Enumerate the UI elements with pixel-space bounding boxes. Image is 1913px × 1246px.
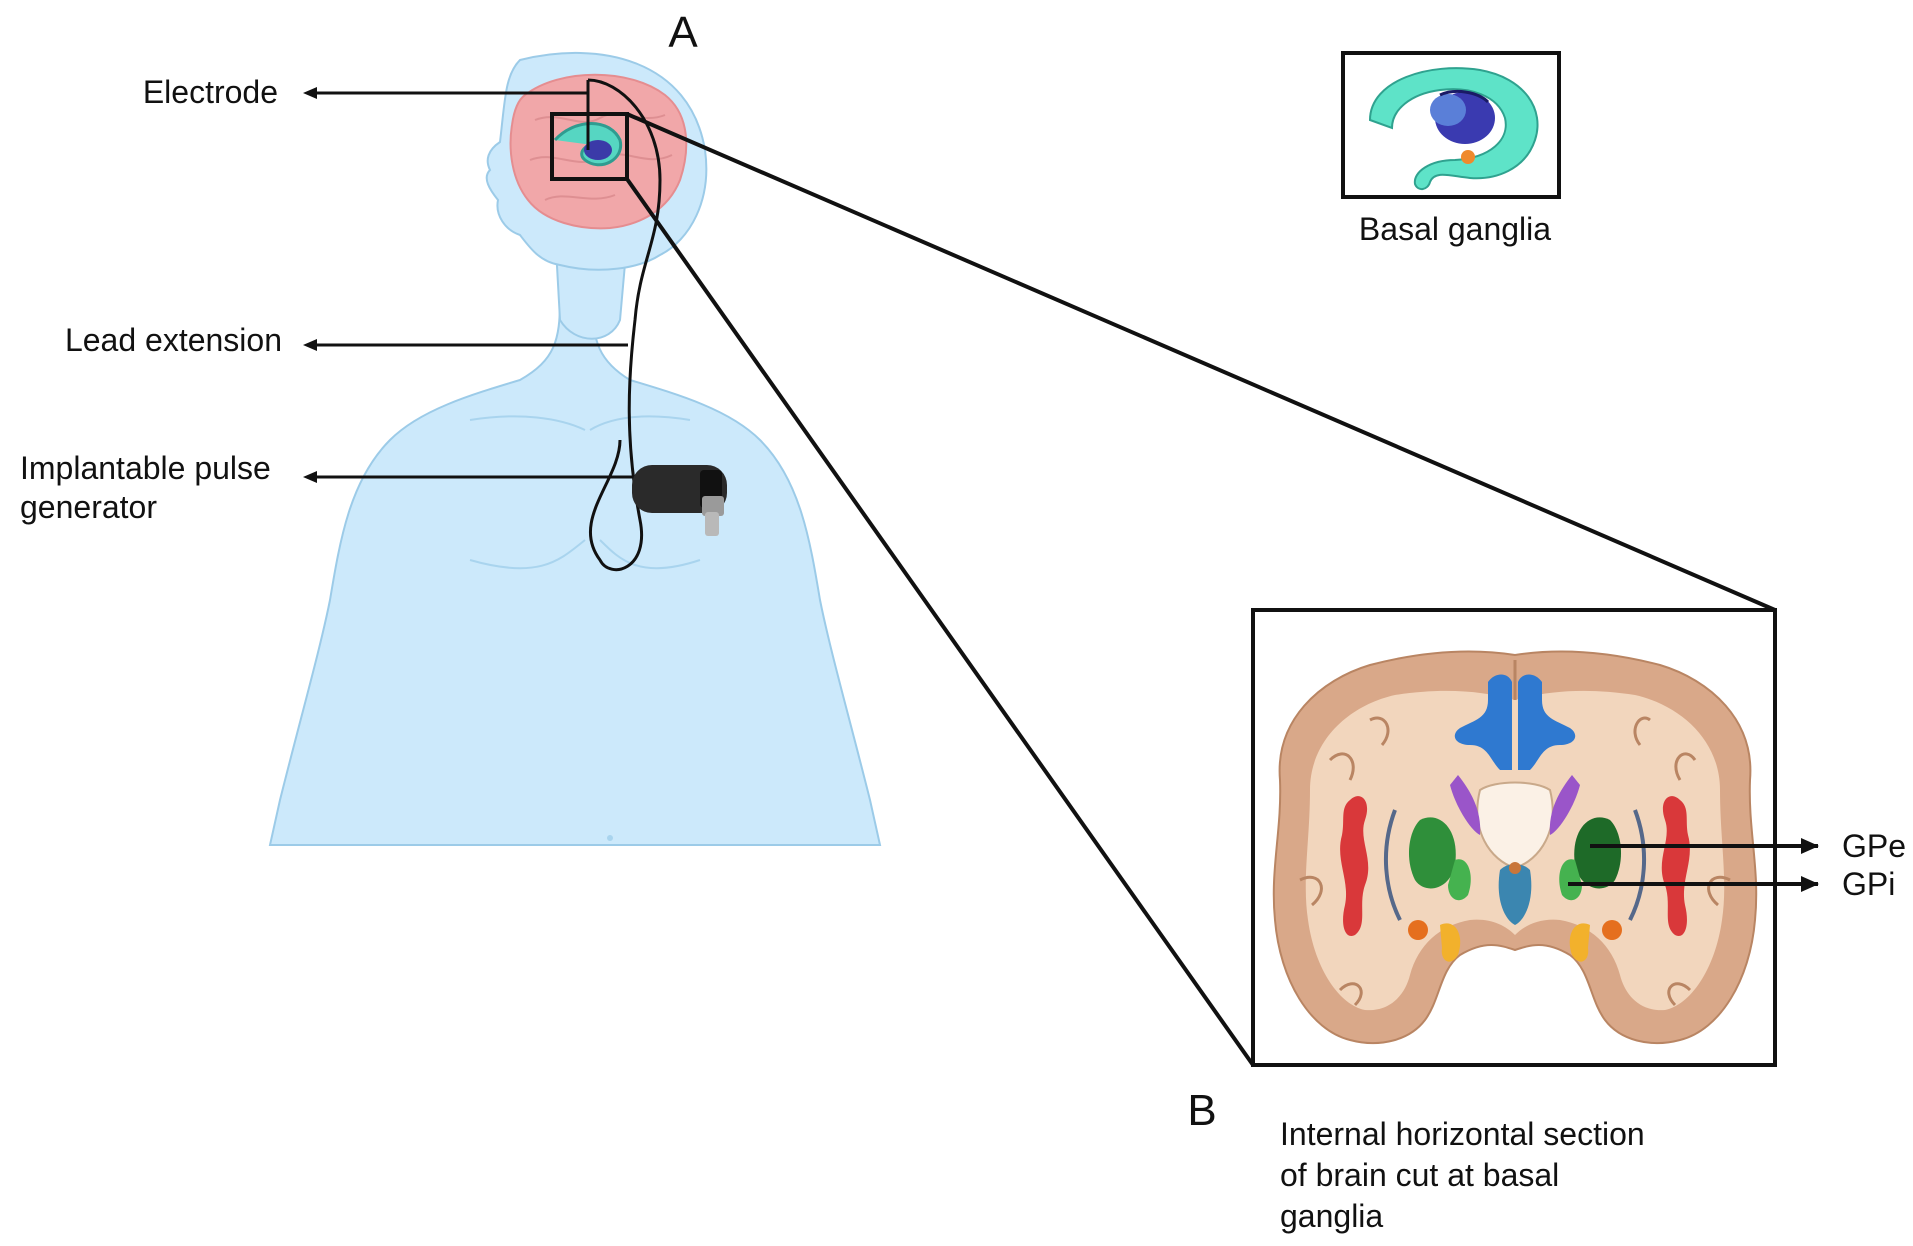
- amygdala-left: [1440, 923, 1461, 962]
- caudate-section-left: [1450, 775, 1481, 835]
- gpe-label: GPe: [1842, 828, 1906, 864]
- panel-a-letter: A: [668, 8, 698, 57]
- caudate-shape: [1368, 67, 1539, 190]
- section-caption-line3: ganglia: [1280, 1198, 1383, 1234]
- basal-ganglia-inset: [1341, 51, 1561, 199]
- ipg-label-line1: Implantable pulse: [20, 450, 271, 486]
- brain-section-panel: [1251, 608, 1819, 1067]
- globus-pallidus-right-inner: [1559, 859, 1582, 901]
- human-figure: [268, 51, 882, 846]
- thalamus-shape: [1498, 864, 1532, 925]
- lead-extension-label: Lead extension: [65, 322, 282, 358]
- ventricle-shape: [1454, 674, 1512, 770]
- torso-shape: [268, 299, 882, 846]
- insula-right: [1661, 796, 1690, 936]
- gpi-label: GPi: [1842, 866, 1895, 902]
- subthalamic-shape: [1461, 150, 1475, 164]
- globus-pallidus-left-outer: [1408, 817, 1456, 889]
- amygdala-right: [1569, 923, 1590, 962]
- panel-b-letter: B: [1187, 1086, 1216, 1135]
- section-caption-line2: of brain cut at basal: [1280, 1157, 1559, 1193]
- pulse-generator-device: [632, 465, 727, 536]
- ipg-label-line2: generator: [20, 489, 157, 525]
- section-caption-line1: Internal horizontal section: [1280, 1116, 1645, 1152]
- inset-caption: Basal ganglia: [1359, 211, 1551, 247]
- insula-left: [1340, 796, 1369, 936]
- zoom-lines: [625, 112, 1776, 1067]
- globus-pallidus-right-outer: [1574, 817, 1622, 889]
- caudate-section-right: [1549, 775, 1580, 835]
- panel-a-arrows: [303, 87, 632, 483]
- electrode-label: Electrode: [143, 74, 278, 110]
- globus-pallidus-left-inner: [1448, 859, 1471, 901]
